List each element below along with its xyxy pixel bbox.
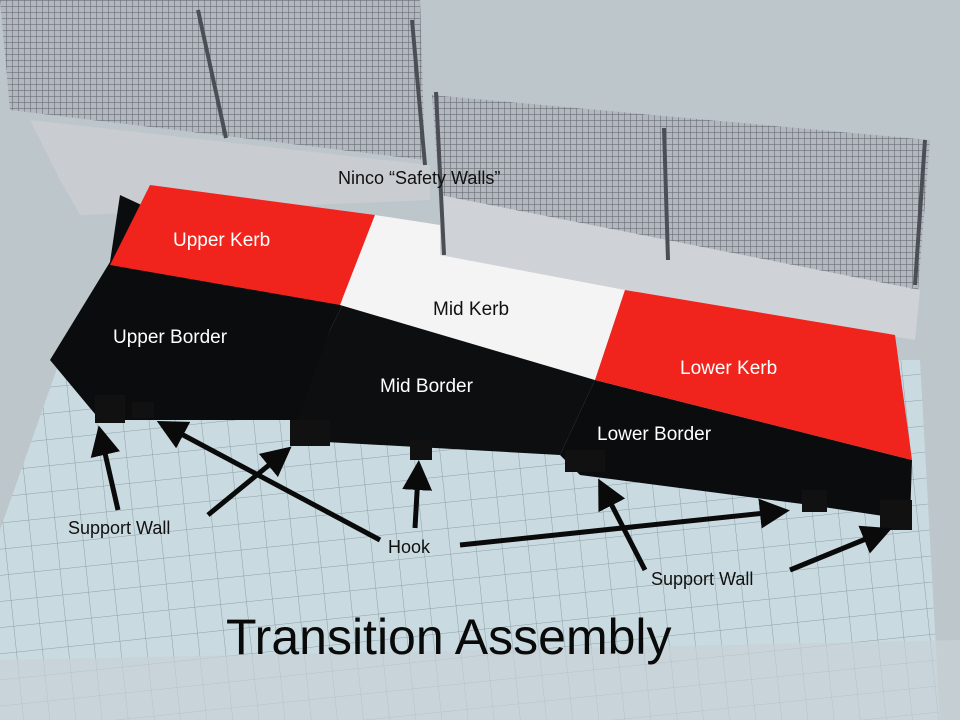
image-title: Transition Assembly [226, 609, 672, 665]
support-wall-right-label: Support Wall [651, 569, 754, 589]
mid-kerb-label: Mid Kerb [433, 299, 510, 320]
mid-border-piece [290, 300, 595, 455]
hook-label: Hook [388, 537, 431, 557]
safety-wall-right [432, 91, 930, 340]
annotation-arrows [90, 420, 892, 573]
upper-kerb-label: Upper Kerb [173, 230, 271, 251]
mid-border-label: Mid Border [380, 376, 473, 397]
safety-walls-label: Ninco “Safety Walls” [338, 168, 501, 188]
lower-kerb-piece [595, 290, 912, 460]
upper-border-label: Upper Border [113, 327, 228, 348]
support-wall-left-label: Support Wall [68, 518, 171, 538]
mid-kerb-piece [340, 215, 625, 380]
lower-border-label: Lower Border [597, 424, 712, 445]
upper-kerb-piece [110, 185, 375, 305]
safety-wall-left [0, 0, 430, 215]
lower-border-piece [560, 380, 912, 520]
lower-kerb-label: Lower Kerb [680, 358, 778, 379]
